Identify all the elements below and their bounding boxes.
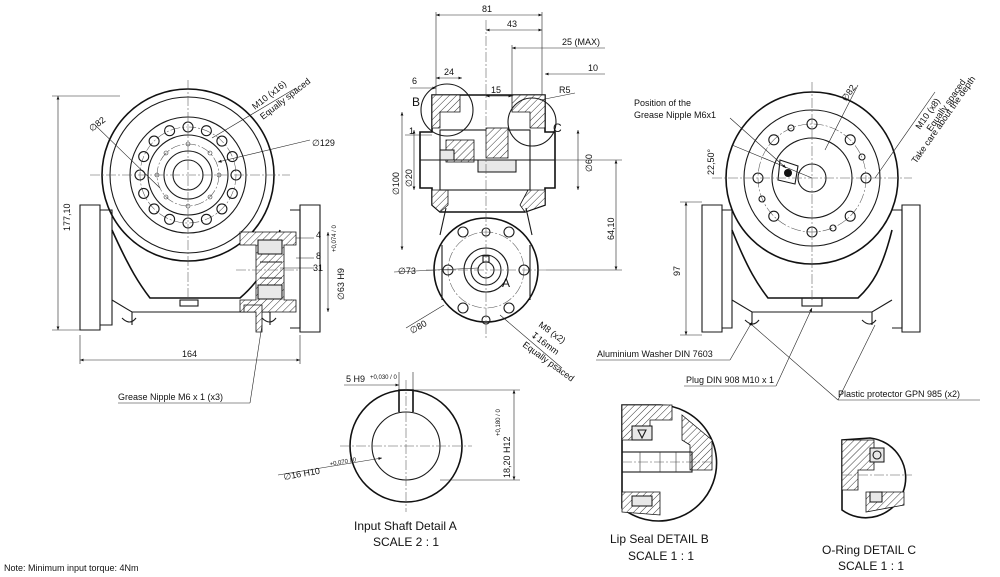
detail-a: 5 H9 +0,030 / 0 18,20 H12 +0,180 / 0 ∅16… [277,372,520,549]
label-b: B [412,95,420,109]
dim-d60: ∅60 [584,154,594,172]
section-view-dimensions: 81 43 25 (MAX) 10 6 24 15 R5 1 B C ∅100 … [391,4,622,384]
grease-position-line1: Position of the [634,98,691,108]
detail-c-title: O-Ring DETAIL C [822,543,916,557]
minimum-torque-note: Note: Minimum input torque: 4Nm [4,563,139,573]
grease-nipple-callout: Grease Nipple M6 x 1 (x3) [118,324,263,404]
plug-label: Plug DIN 908 M10 x 1 [686,375,774,385]
dim-d82-left: ∅82 [87,115,107,134]
detail-a-scale: SCALE 2 : 1 [373,535,439,549]
dim-64: 64,10 [606,217,616,240]
section-view [419,20,557,340]
dim-8: 8 [316,251,321,261]
dim-d100: ∅100 [391,172,401,195]
dim-key-width-tol: +0,030 / 0 [370,375,398,381]
rear-view-dimensions: Position of the Grease Nipple M6x1 22,50… [596,74,980,401]
dim-d63-tol: +0,074 / 0 [332,224,338,252]
dim-24: 24 [444,67,454,77]
washer-label: Aluminium Washer DIN 7603 [597,349,713,359]
grease-nipple-label: Grease Nipple M6 x 1 (x3) [118,392,223,402]
front-view [79,80,321,333]
dim-4: 4 [316,230,321,240]
dim-25max: 25 (MAX) [562,37,600,47]
dim-bore-tol: +0,070 / 0 [329,457,357,468]
detail-c: O-Ring DETAIL C SCALE 1 : 1 [822,437,916,573]
dim-43: 43 [507,19,517,29]
rear-view [701,82,921,333]
detail-b-scale: SCALE 1 : 1 [628,549,694,563]
dim-81: 81 [482,4,492,14]
dim-97: 97 [672,266,682,276]
dim-d82-right: ∅82 [839,83,857,103]
dim-key-height: 18,20 H12 [502,436,512,478]
dim-177: 177,10 [62,203,72,231]
dim-key-height-tol: +0,180 / 0 [496,408,502,436]
dim-d63: ∅63 H9 [336,268,346,300]
dim-d20: ∅20 [404,169,414,187]
dim-10: 10 [588,63,598,73]
dim-31: 31 [313,263,323,273]
bolt-holes-m10x16 [134,121,242,229]
grease-position-line2: Grease Nipple M6x1 [634,110,716,120]
label-a: A [502,276,510,290]
dim-1: 1 [409,126,414,136]
detail-c-scale: SCALE 1 : 1 [838,559,904,573]
dim-angle: 22,50° [706,148,716,175]
dim-15: 15 [491,85,501,95]
detail-b-title: Lip Seal DETAIL B [610,532,709,546]
protector-label: Plastic protector GPN 985 (x2) [838,389,960,399]
dim-d129: ∅129 [312,138,335,148]
label-c: C [553,121,562,135]
dim-key-width: 5 H9 [346,374,365,384]
detail-a-title: Input Shaft Detail A [354,519,457,533]
dim-d80: ∅80 [408,318,428,336]
dim-164: 164 [182,349,197,359]
dim-r5: R5 [559,85,571,95]
dim-bore: ∅16 H10 [283,466,321,482]
dim-d73: ∅73 [398,266,416,276]
dim-6: 6 [412,76,417,86]
front-view-dimensions: 177,10 164 ∅82 ∅129 M10 (x16) Equally sp… [52,76,346,364]
detail-b: Lip Seal DETAIL B SCALE 1 : 1 [610,404,718,563]
